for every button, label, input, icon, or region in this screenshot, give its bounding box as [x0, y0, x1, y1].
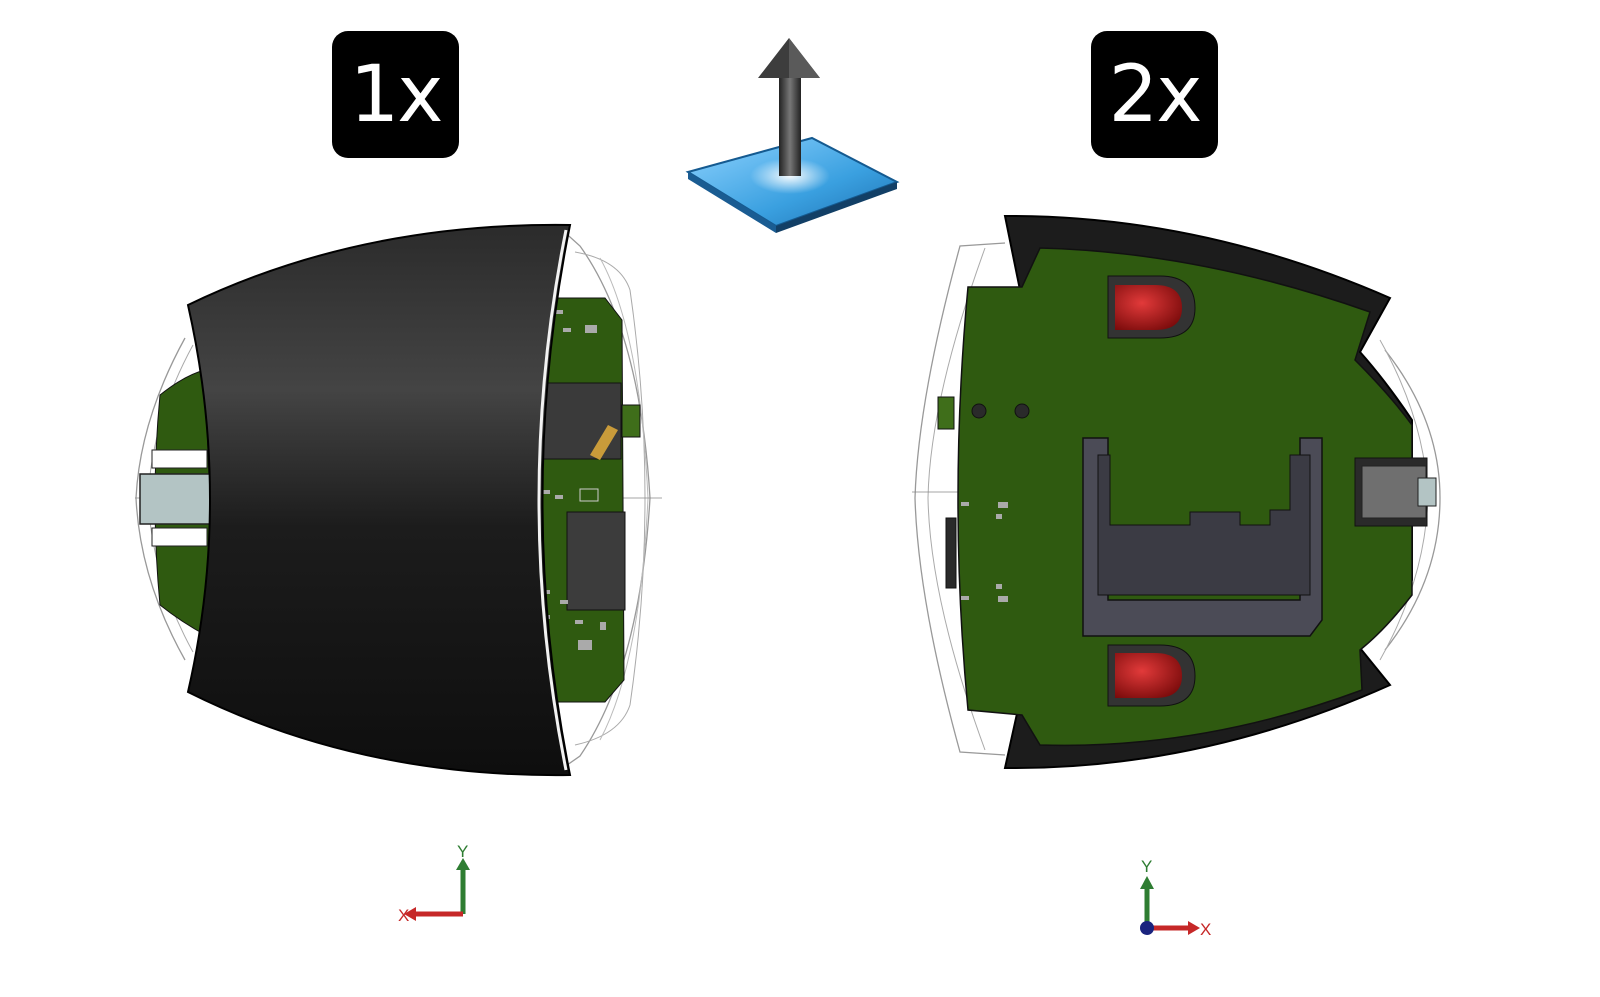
right-axis-y-label: Y: [1141, 857, 1152, 876]
right-axis-x-label: X: [1200, 920, 1211, 939]
badge-1x: 1x: [332, 31, 459, 158]
left-axis-x-label: X: [398, 906, 409, 925]
right-axis-triad: Y X: [1140, 857, 1211, 939]
badge-2x: 2x: [1091, 31, 1218, 158]
right-assembly: [912, 214, 1441, 770]
left-assembly: [135, 223, 662, 777]
left-axis-triad: Y X: [398, 842, 470, 925]
extrude-up-arrow-icon: [685, 38, 900, 233]
left-axis-y-label: Y: [457, 842, 468, 861]
